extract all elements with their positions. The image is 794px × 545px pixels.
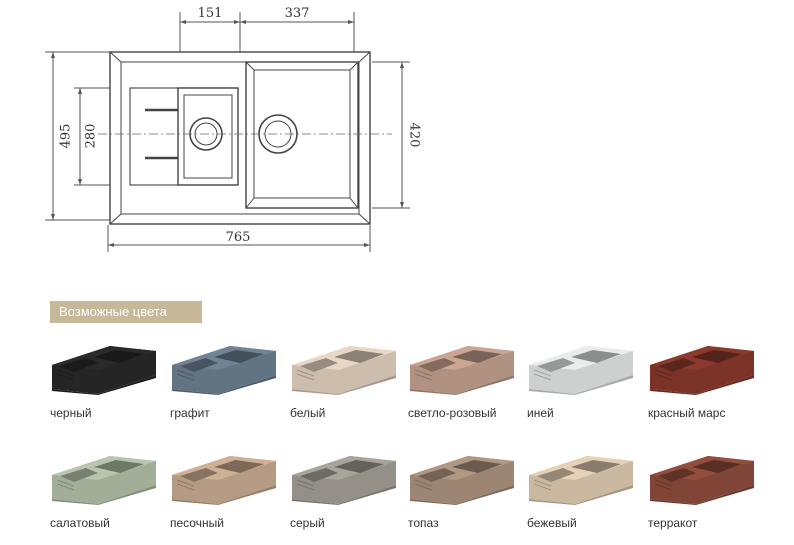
sink-thumbnail: [172, 346, 276, 395]
sink-thumbnail: [172, 456, 276, 505]
color-swatch: серый: [290, 453, 408, 545]
color-name-label: черный: [50, 406, 92, 420]
sink-thumbnail: [410, 346, 514, 395]
colors-section-title: Возможные цвета: [50, 301, 202, 323]
color-swatch: терракот: [648, 453, 766, 545]
color-name-label: терракот: [648, 516, 698, 530]
dim-small-bowl-width: 151: [198, 6, 223, 21]
color-name-label: светло-розовый: [408, 406, 497, 420]
sink-thumbnail: [529, 346, 633, 395]
color-swatch: графит: [170, 343, 288, 435]
color-swatch: красный марс: [648, 343, 766, 435]
sink-thumbnail: [529, 456, 633, 505]
color-name-label: иней: [527, 406, 554, 420]
dim-total-width: 765: [226, 230, 251, 245]
sink-thumbnail: [292, 456, 396, 505]
color-swatch: песочный: [170, 453, 288, 545]
sink-thumbnail: [52, 346, 156, 395]
color-name-label: графит: [170, 406, 210, 420]
color-name-label: топаз: [408, 516, 439, 530]
color-swatch: белый: [290, 343, 408, 435]
sink-thumbnail: [410, 456, 514, 505]
dim-large-bowl-depth: 420: [407, 123, 422, 148]
sink-thumbnail: [292, 346, 396, 395]
sink-thumbnail: [52, 456, 156, 505]
color-name-label: белый: [290, 406, 326, 420]
dim-small-bowl-depth: 280: [84, 124, 99, 149]
dim-large-bowl-width: 337: [285, 6, 310, 21]
color-swatch: черный: [50, 343, 168, 435]
color-name-label: красный марс: [648, 406, 726, 420]
color-swatch: иней: [527, 343, 645, 435]
color-swatch: топаз: [408, 453, 526, 545]
color-swatch: светло-розовый: [408, 343, 526, 435]
sink-thumbnail: [650, 346, 754, 395]
color-name-label: песочный: [170, 516, 224, 530]
color-name-label: салатовый: [50, 516, 110, 530]
color-name-label: серый: [290, 516, 325, 530]
sink-technical-drawing: 151 337 495 280 420 765: [45, 6, 422, 252]
sink-thumbnail: [650, 456, 754, 505]
color-swatch: бежевый: [527, 453, 645, 545]
dim-total-depth: 495: [59, 124, 74, 149]
color-name-label: бежевый: [527, 516, 577, 530]
color-swatch: салатовый: [50, 453, 168, 545]
